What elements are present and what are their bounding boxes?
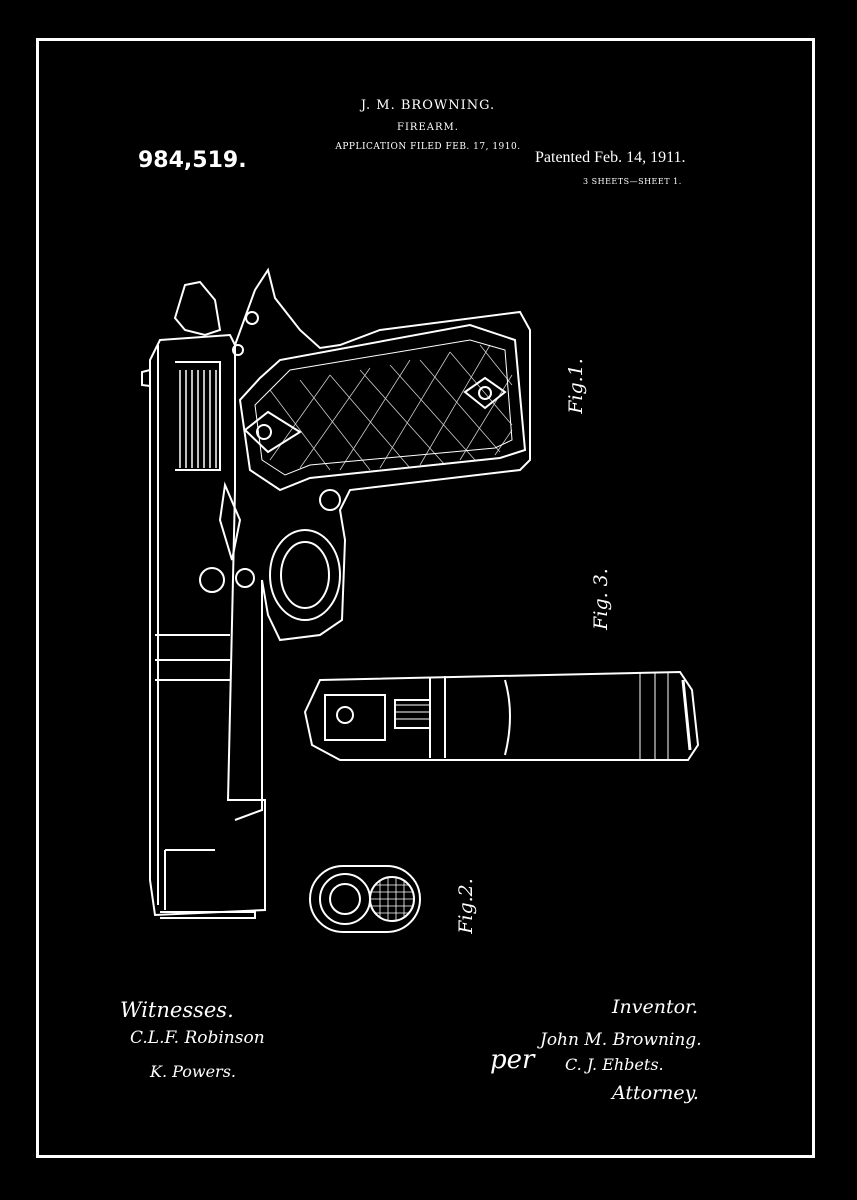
patent-title: FIREARM. xyxy=(397,122,459,133)
page-border xyxy=(36,38,815,1158)
patented-date: Patented Feb. 14, 1911. xyxy=(535,149,686,166)
witness-signature-2: K. Powers. xyxy=(150,1062,236,1081)
inventor-signature: John M. Browning. xyxy=(540,1030,702,1050)
sheet-count: 3 SHEETS—SHEET 1. xyxy=(583,177,682,186)
witness-signature-1: C.L.F. Robinson xyxy=(130,1028,265,1048)
attorney-signature: C. J. Ehbets. xyxy=(565,1055,664,1074)
pistol-side-view xyxy=(141,267,531,919)
inventor-name-heading: J. M. BROWNING. xyxy=(360,98,496,113)
grip-top-view xyxy=(303,670,700,761)
figure-3-label: Fig. 3. xyxy=(589,568,612,630)
per-label: per xyxy=(490,1045,535,1075)
figure-1-label: Fig.1. xyxy=(564,358,587,414)
figure-2-label: Fig.2. xyxy=(454,878,477,934)
patent-number: 984,519. xyxy=(138,148,247,173)
inventor-label: Inventor. xyxy=(612,996,699,1018)
attorney-label: Attorney. xyxy=(612,1082,699,1104)
application-filed-date: APPLICATION FILED FEB. 17, 1910. xyxy=(335,142,521,152)
muzzle-end-view xyxy=(309,865,421,933)
witnesses-label: Witnesses. xyxy=(120,998,234,1022)
